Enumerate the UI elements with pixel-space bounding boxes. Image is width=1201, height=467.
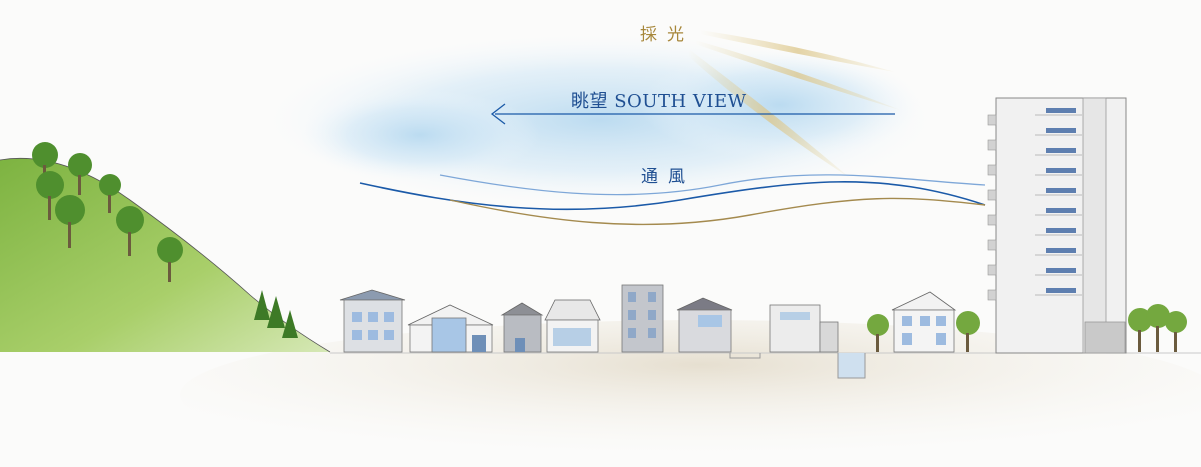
south-view-label: 眺望 SOUTH VIEW	[571, 91, 747, 112]
ventilation-label: 通風	[641, 167, 695, 187]
arrow-left-icon	[490, 103, 895, 125]
tree-icon	[32, 142, 298, 338]
step	[729, 353, 761, 359]
wind-line-icon	[359, 174, 986, 226]
water-channel	[837, 353, 866, 379]
sunlight-label: 採光	[640, 25, 694, 45]
apartment-building-icon	[987, 97, 1127, 354]
tree-icon	[867, 304, 1187, 352]
sky-watercolor	[270, 35, 930, 205]
ground	[180, 320, 1201, 467]
house-icon	[339, 284, 957, 353]
